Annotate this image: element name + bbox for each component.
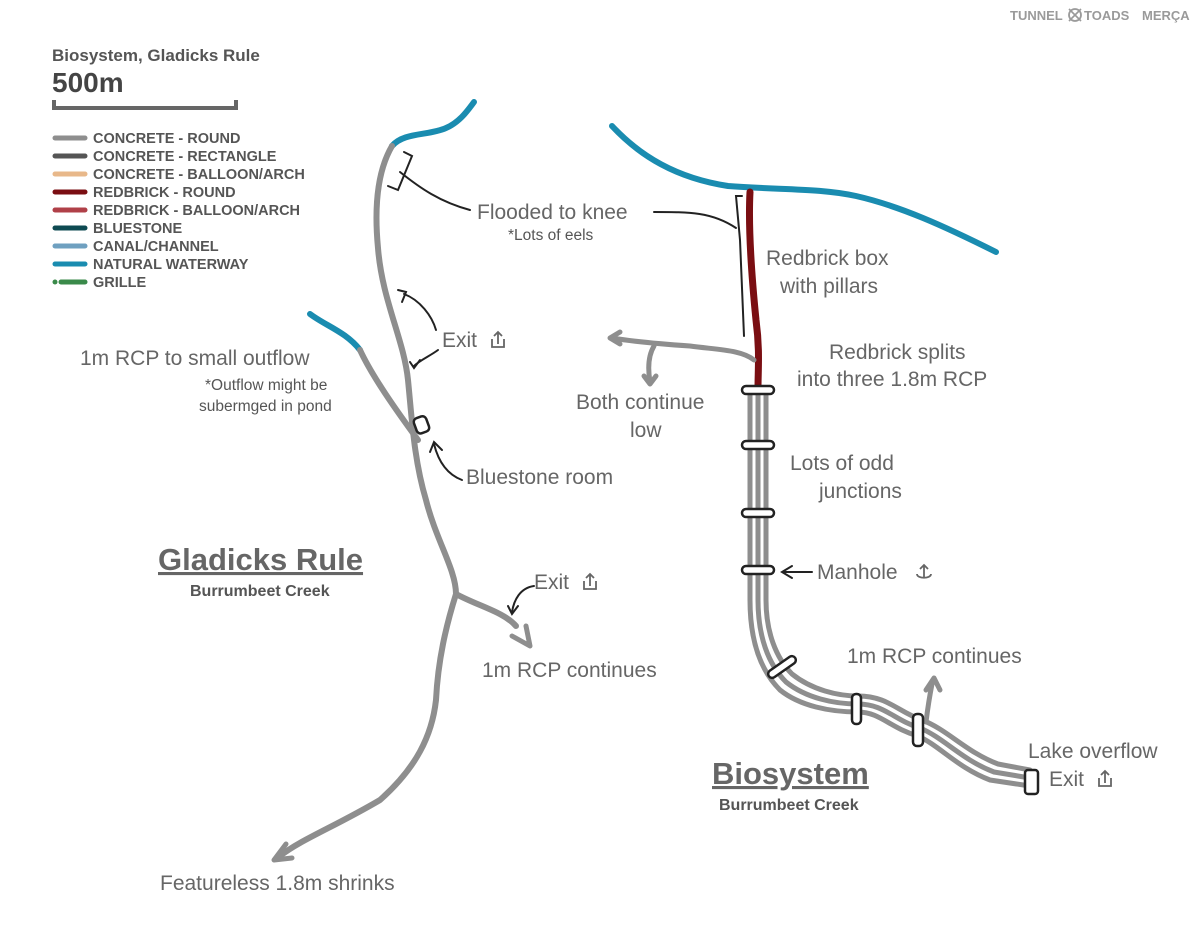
junction-marker — [911, 712, 925, 748]
exit-lower-label: Exit — [534, 571, 569, 594]
scale-bar — [52, 100, 238, 110]
redbrick-splits-label-1: Redbrick splits — [829, 341, 966, 364]
bluestone-room-label: Bluestone room — [466, 466, 613, 489]
junction-marker — [850, 692, 863, 726]
gladicks-outflow-branch — [357, 347, 421, 443]
brand-header: TUNNEL TOADS MERÇA — [1010, 8, 1190, 23]
gladicks-subtitle: Burrumbeet Creek — [190, 583, 330, 600]
exit-share-icon — [583, 573, 597, 590]
biosystem-north-branch — [923, 681, 935, 725]
odd-junctions-label-1: Lots of odd — [790, 452, 894, 475]
legend-item: CONCRETE - ROUND — [52, 131, 240, 147]
legend-item: CANAL/CHANNEL — [52, 239, 219, 255]
legend-label: NATURAL WATERWAY — [93, 257, 249, 273]
manhole-icon — [916, 564, 932, 579]
legend-grille-dot — [52, 279, 58, 285]
legend-item: CONCRETE - BALLOON/ARCH — [52, 167, 305, 183]
gladicks-main-tunnel — [277, 143, 459, 859]
outflow-note-1: *Outflow might be — [205, 377, 327, 394]
arrow-rcp-continues-left — [509, 623, 533, 649]
junction-marker — [740, 439, 776, 451]
legend-label: CANAL/CHANNEL — [93, 239, 219, 255]
legend-item: NATURAL WATERWAY — [52, 257, 249, 273]
exit-right-label: Exit — [1049, 768, 1084, 791]
toad-logo-icon — [1068, 8, 1082, 22]
eels-note: *Lots of eels — [508, 227, 594, 244]
gladicks-title: Gladicks Rule — [158, 542, 363, 577]
legend-label: REDBRICK - BALLOON/ARCH — [93, 203, 300, 219]
outflow-note-2: subermged in pond — [199, 398, 332, 415]
junction-marker — [766, 654, 798, 680]
legend-item: REDBRICK - ROUND — [52, 185, 236, 201]
lake-overflow-exit-marker — [1023, 768, 1040, 796]
rcp-continues-left-label: 1m RCP continues — [482, 659, 657, 682]
legend-label: GRILLE — [93, 275, 146, 291]
odd-junctions-label-2: junctions — [818, 480, 902, 503]
waterway-gladicks-top — [389, 99, 477, 149]
arrow-featureless — [271, 841, 295, 863]
exit-share-icon — [1098, 770, 1112, 787]
redbrick-splits-label-2: into three 1.8m RCP — [797, 368, 987, 391]
exit-share-icon — [491, 331, 505, 348]
redbrick-box-label-1: Redbrick box — [766, 247, 889, 270]
legend-label: CONCRETE - BALLOON/ARCH — [93, 167, 305, 183]
rcp-continues-right-label: 1m RCP continues — [847, 645, 1022, 668]
biosystem-title: Biosystem — [712, 756, 869, 791]
legend-item: BLUESTONE — [52, 221, 182, 237]
biosystem-callouts — [653, 195, 813, 579]
waterway-small-outflow — [307, 311, 363, 353]
legend: CONCRETE - ROUND CONCRETE - RECTANGLE CONC… — [52, 131, 305, 291]
waterways — [307, 99, 999, 353]
gladicks-callouts — [387, 151, 535, 616]
lake-overflow-label: Lake overflow — [1028, 740, 1158, 763]
legend-item: GRILLE — [52, 275, 146, 291]
both-continue-label-1: Both continue — [576, 391, 704, 414]
biosystem-side-branch — [607, 329, 757, 387]
brand-extra: MERÇA — [1142, 8, 1190, 23]
gladicks-east-branch — [453, 591, 519, 629]
brand-right: TOADS — [1084, 8, 1130, 23]
legend-label: REDBRICK - ROUND — [93, 185, 236, 201]
arrow-rcp-continues-right — [923, 675, 943, 693]
redbrick-box-tunnel — [745, 188, 762, 392]
redbrick-box-label-2: with pillars — [779, 275, 878, 298]
exit-upper-label: Exit — [442, 329, 477, 352]
legend-item: CONCRETE - RECTANGLE — [52, 149, 277, 165]
map-title: Biosystem, Gladicks Rule — [52, 46, 260, 65]
both-continue-label-2: low — [630, 419, 662, 442]
manhole-marker — [740, 564, 776, 576]
legend-label: CONCRETE - RECTANGLE — [93, 149, 277, 165]
biosystem-subtitle: Burrumbeet Creek — [719, 797, 859, 814]
legend-label: BLUESTONE — [93, 221, 182, 237]
legend-label: CONCRETE - ROUND — [93, 131, 240, 147]
biosystem-triple-rcp — [747, 387, 1033, 789]
waterway-biosystem-top — [609, 123, 999, 255]
junction-marker — [740, 507, 776, 519]
bluestone-room-marker — [412, 414, 431, 435]
rcp-small-outflow-label: 1m RCP to small outflow — [80, 347, 310, 370]
featureless-label: Featureless 1.8m shrinks — [160, 872, 395, 895]
manhole-label: Manhole — [817, 561, 898, 584]
brand-left: TUNNEL — [1010, 8, 1063, 23]
scale-label: 500m — [52, 67, 124, 98]
flooded-label: Flooded to knee — [477, 201, 628, 224]
junction-markers — [740, 384, 1040, 796]
legend-item: REDBRICK - BALLOON/ARCH — [52, 203, 300, 219]
gladicks-tunnels — [277, 143, 519, 859]
junction-marker — [740, 384, 776, 396]
